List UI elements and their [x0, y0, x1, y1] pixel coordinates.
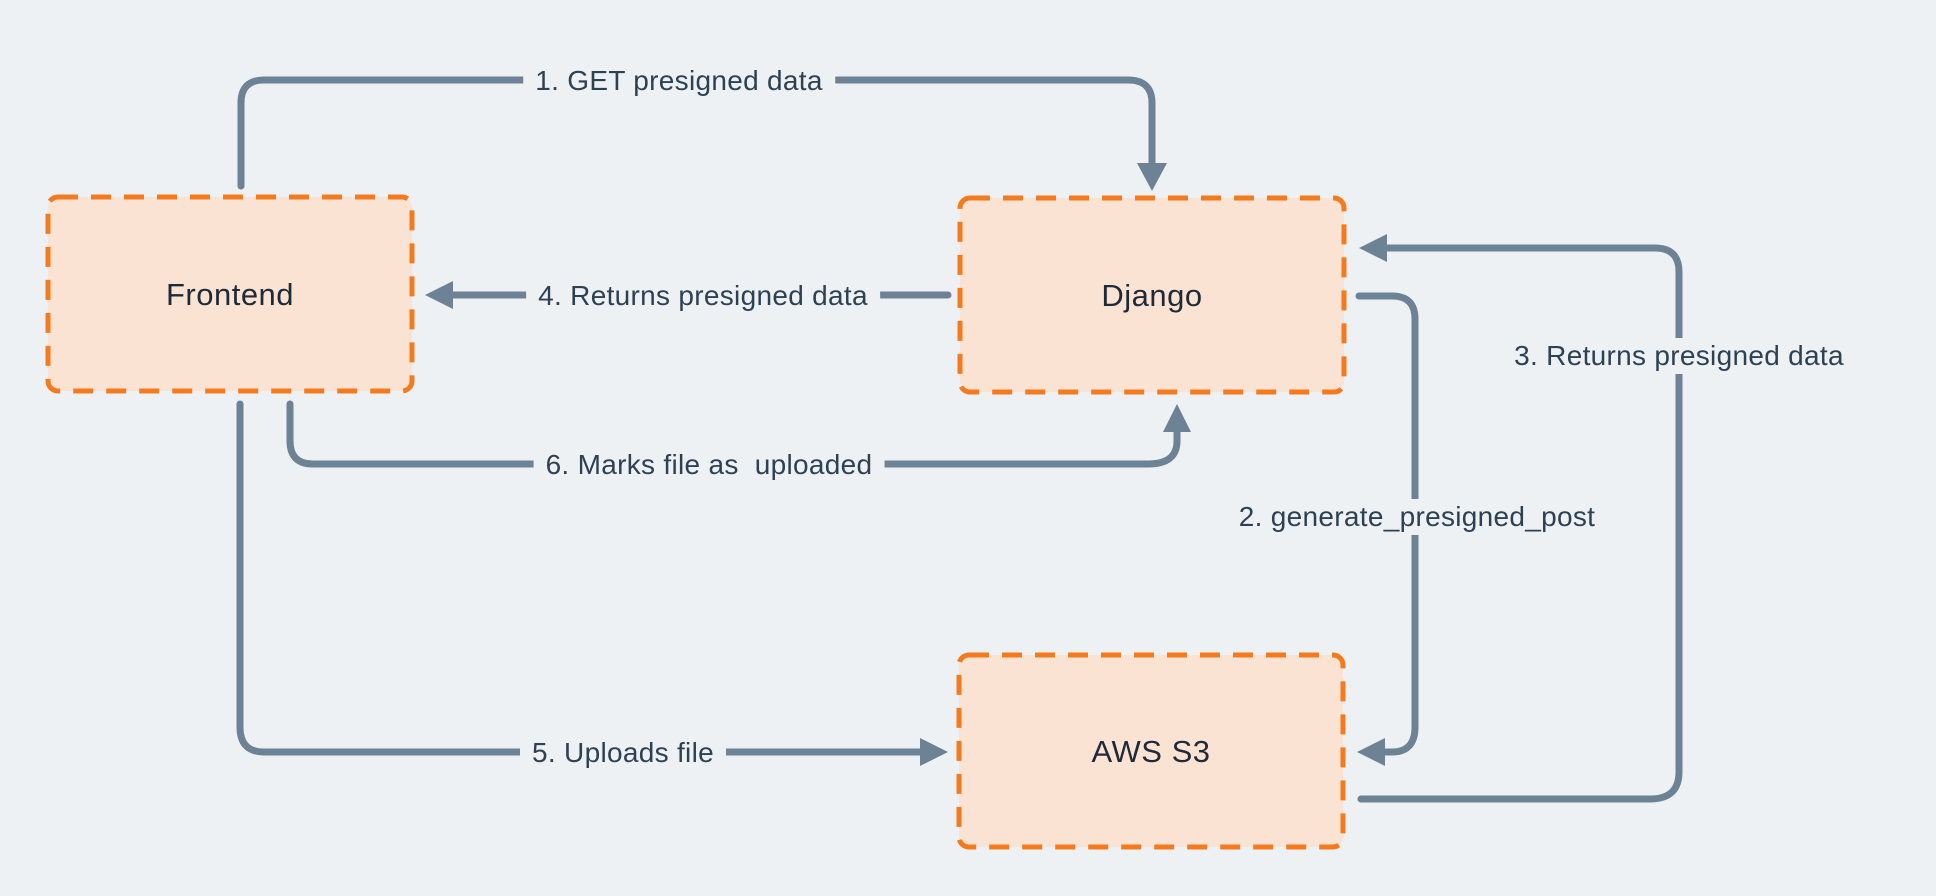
flow-label-6: 6. Marks file as uploaded	[533, 447, 885, 483]
node-box-aws-s3	[956, 652, 1346, 850]
node-box-frontend	[45, 194, 415, 394]
flow-arrow-6-head	[1163, 404, 1191, 432]
node-box-django	[957, 195, 1347, 395]
node-label-aws-s3: AWS S3	[1091, 734, 1211, 769]
flow-label-2: 2. generate_presigned_post	[1226, 499, 1608, 535]
flow-label-4: 4. Returns presigned data	[526, 278, 880, 314]
flow-label-5: 5. Uploads file	[520, 735, 726, 771]
flow-arrow-5-head	[920, 738, 948, 766]
flow-arrow-3-head	[1359, 234, 1387, 262]
node-label-django: Django	[1101, 278, 1203, 313]
flow-label-3: 3. Returns presigned data	[1502, 338, 1856, 374]
flow-arrow-2-head	[1357, 738, 1385, 766]
flow-arrow-1-head	[1137, 163, 1167, 191]
node-label-frontend: Frontend	[165, 277, 295, 312]
flow-arrow-4-head	[425, 281, 453, 309]
flow-arrow-3-path	[1357, 244, 1683, 803]
flow-label-1: 1. GET presigned data	[523, 63, 835, 99]
flow-arrow-5-path	[236, 400, 923, 756]
